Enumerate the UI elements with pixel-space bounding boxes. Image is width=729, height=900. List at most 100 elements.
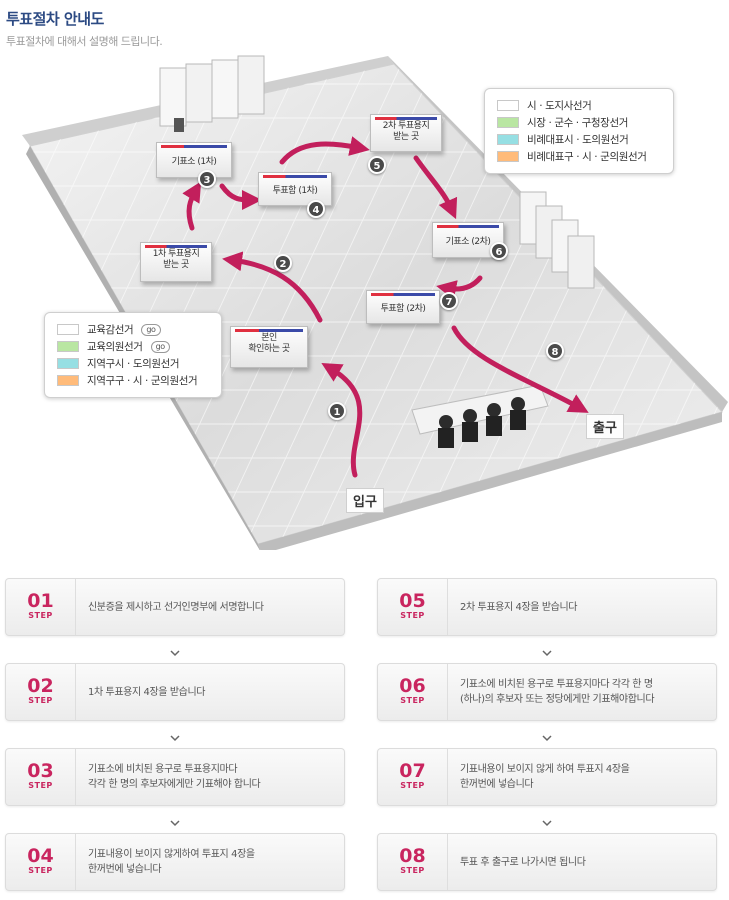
arrow-1 xyxy=(321,362,363,478)
legend-row: 비례대표구 · 시 · 군의원선거 xyxy=(497,148,661,165)
page-title: 투표절차 안내도 xyxy=(6,10,104,28)
chevron-down-icon xyxy=(542,650,552,657)
legend-row: 교육감선거 go xyxy=(57,321,209,338)
step-label: STEP xyxy=(400,696,425,705)
marker-3: 3 xyxy=(198,170,216,188)
step-label: STEP xyxy=(28,696,53,705)
step-number: 07 xyxy=(399,760,426,782)
voting-booths-second xyxy=(519,191,595,289)
floor-edge-front xyxy=(258,412,722,550)
chevron-down-icon xyxy=(542,735,552,742)
sign-first-ballot: 1차 투표용지 받는 곳 xyxy=(140,242,212,282)
step-number: 01 xyxy=(27,590,54,612)
entrance-label: 입구 xyxy=(346,488,384,513)
arrow-5 xyxy=(413,155,458,220)
marker-6: 6 xyxy=(490,242,508,260)
legend-swatch xyxy=(497,100,519,111)
arrow-2 xyxy=(222,251,323,323)
step-number: 05 xyxy=(399,590,426,612)
go-badge[interactable]: go xyxy=(141,323,161,336)
legend-swatch xyxy=(497,151,519,162)
go-badge[interactable]: go xyxy=(150,340,170,353)
marker-5: 5 xyxy=(368,156,386,174)
step-description: 기표내용이 보이지 않게 하여 투표지 4장을 한꺼번에 넣습니다 xyxy=(460,764,630,790)
legend-swatch xyxy=(497,134,519,145)
sign-booth-first: 기표소 (1차) xyxy=(156,142,232,178)
legend-label: 교육의원선거 xyxy=(87,341,143,353)
sign-second-ballot: 2차 투표용지 받는 곳 xyxy=(370,114,442,152)
step-number: 04 xyxy=(27,845,54,867)
legend-label: 시장 · 군수 · 구청장선거 xyxy=(527,117,628,129)
step-description: 기표소에 비치된 용구로 투표용지마다 각각 한 명의 후보자에게만 기표해야 … xyxy=(88,764,261,790)
step-label: STEP xyxy=(28,611,53,620)
marker-4: 4 xyxy=(307,200,325,218)
legend-label: 지역구시 · 도의원선거 xyxy=(87,358,180,370)
exit-label: 출구 xyxy=(586,414,624,439)
legend-row: 비례대표시 · 도의원선거 xyxy=(497,131,661,148)
page-subtitle: 투표절차에 대해서 설명해 드립니다. xyxy=(6,35,163,48)
step-description: 투표 후 출구로 나가시면 됩니다 xyxy=(460,856,586,868)
legend-row: 시 · 도지사선거 xyxy=(497,97,661,114)
step-description: 기표내용이 보이지 않게하여 투표지 4장을 한꺼번에 넣습니다 xyxy=(88,849,255,875)
legend-row: 지역구시 · 도의원선거 xyxy=(57,355,209,372)
chevron-down-icon xyxy=(170,735,180,742)
step-number: 02 xyxy=(27,675,54,697)
step-number: 08 xyxy=(399,845,426,867)
step-number: 03 xyxy=(27,760,54,782)
step-label: STEP xyxy=(400,781,425,790)
voting-floor-diagram: 기표소 (1차) 투표함 (1차) 2차 투표용지 받는 곳 1차 투표용지 받… xyxy=(0,50,729,550)
arrow-6 xyxy=(436,275,483,300)
legend-swatch xyxy=(57,358,79,369)
sign-booth-second: 기표소 (2차) xyxy=(432,222,504,258)
chevron-down-icon xyxy=(542,820,552,827)
legend-swatch xyxy=(57,341,79,352)
legend-swatch xyxy=(497,117,519,128)
step-label: STEP xyxy=(400,611,425,620)
legend-second-ballot: 시 · 도지사선거 시장 · 군수 · 구청장선거 비례대표시 · 도의원선거 … xyxy=(484,88,674,174)
legend-label: 지역구구 · 시 · 군의원선거 xyxy=(87,375,198,387)
arrow-3b xyxy=(219,183,262,210)
voting-booths-first xyxy=(159,55,265,132)
legend-first-ballot: 교육감선거 go 교육의원선거 go 지역구시 · 도의원선거 지역구구 · 시 ·… xyxy=(44,312,222,398)
chevron-down-icon xyxy=(170,820,180,827)
sign-ballot-box-second: 투표함 (2차) xyxy=(366,290,440,324)
arrow-4 xyxy=(279,136,370,165)
legend-swatch xyxy=(57,324,79,335)
step-label: STEP xyxy=(28,866,53,875)
marker-7: 7 xyxy=(440,292,458,310)
marker-8: 8 xyxy=(546,342,564,360)
marker-1: 1 xyxy=(328,402,346,420)
step-description: 기표소에 비치된 용구로 투표용지마다 각각 한 명 (하나)의 후보자 또는 … xyxy=(460,679,655,705)
legend-swatch xyxy=(57,375,79,386)
step-number: 06 xyxy=(399,675,426,697)
arrow-7 xyxy=(451,325,589,413)
step-label: STEP xyxy=(28,781,53,790)
chevron-down-icon xyxy=(170,650,180,657)
legend-label: 비례대표구 · 시 · 군의원선거 xyxy=(527,151,647,163)
legend-row: 교육의원선거 go xyxy=(57,338,209,355)
arrow-3 xyxy=(182,181,202,231)
officials-table xyxy=(411,384,549,448)
sign-identity-check: 본인 확인하는 곳 xyxy=(230,326,308,368)
step-description: 2차 투표용지 4장을 받습니다 xyxy=(460,601,578,613)
legend-label: 교육감선거 xyxy=(87,324,134,336)
legend-row: 시장 · 군수 · 구청장선거 xyxy=(497,114,661,131)
step-label: STEP xyxy=(400,866,425,875)
legend-row: 지역구구 · 시 · 군의원선거 xyxy=(57,372,209,389)
